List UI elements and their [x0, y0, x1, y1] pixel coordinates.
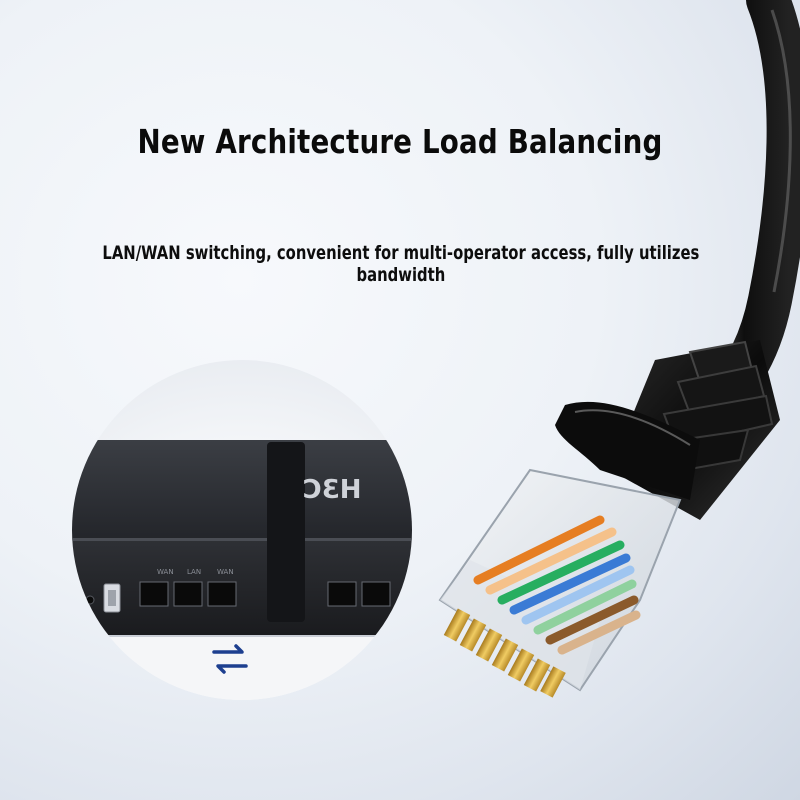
- cable-highlight: [770, 9, 792, 293]
- ethernet-port: [327, 581, 357, 607]
- ethernet-port: [139, 581, 169, 607]
- ethernet-ports: [139, 581, 391, 607]
- ethernet-port: [361, 581, 391, 607]
- ethernet-port: [207, 581, 237, 607]
- ethernet-port: [173, 581, 203, 607]
- antenna: [267, 442, 305, 622]
- cable-outer: [698, 0, 800, 422]
- rj45-plug-body: [438, 468, 682, 698]
- port-label-1: WAN: [157, 568, 174, 576]
- router-logo: H3C: [303, 475, 362, 505]
- gold-contacts: [443, 608, 566, 698]
- port-label-2: LAN: [187, 568, 201, 576]
- bidirectional-arrows-icon: [212, 644, 248, 674]
- subheadline: LAN/WAN switching, convenient for multi-…: [102, 242, 700, 286]
- connector-latch: [555, 401, 700, 500]
- port-label-3: WAN: [217, 568, 234, 576]
- headline: New Architecture Load Balancing: [137, 122, 663, 161]
- twisted-pair-wires: [473, 515, 641, 655]
